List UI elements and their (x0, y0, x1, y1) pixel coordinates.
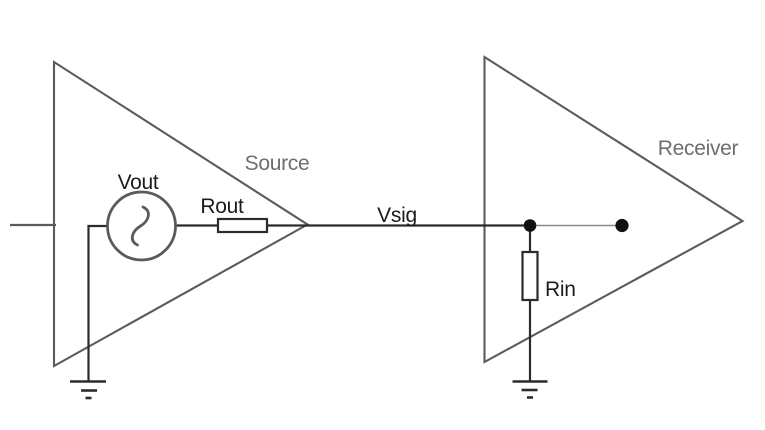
vout-label: Vout (118, 171, 159, 194)
junction-dot-right (615, 218, 629, 233)
sine-wave-icon (130, 205, 150, 247)
rin-label: Rin (545, 278, 576, 301)
vsig-label: Vsig (377, 204, 417, 227)
junction-dot-left (523, 219, 537, 232)
source-label: Source (245, 152, 310, 175)
receiver-triangle (483, 55, 745, 364)
rout-resistor (216, 217, 269, 234)
vout-ground-wire (87, 224, 108, 381)
rout-label: Rout (200, 195, 244, 218)
rin-resistor (521, 250, 539, 302)
receiver-label: Receiver (658, 137, 739, 160)
ground-symbol-right (512, 380, 548, 399)
ground-symbol-left (70, 380, 106, 400)
source-triangle (52, 60, 310, 368)
